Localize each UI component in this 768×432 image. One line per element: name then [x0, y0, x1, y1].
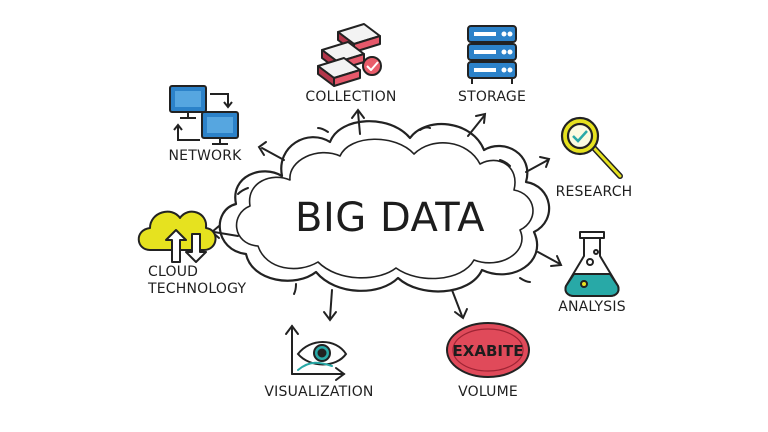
cloud-transfer-icon [137, 210, 217, 263]
label-analysis: ANALYSIS [558, 299, 626, 315]
arrow-storage [467, 112, 487, 137]
label-research: RESEARCH [555, 184, 633, 200]
arrow-collection [351, 108, 365, 135]
label-collection: COLLECTION [305, 89, 397, 105]
arrow-research [525, 156, 551, 173]
label-cloud-technology: CLOUD TECHNOLOGY [148, 264, 246, 298]
label-visualization: VISUALIZATION [264, 384, 374, 400]
central-cloud [218, 120, 551, 293]
server-rack-icon [467, 25, 517, 84]
label-cloud-line1: CLOUD [148, 264, 199, 280]
label-storage: STORAGE [457, 89, 527, 105]
connector-arrows [210, 108, 563, 322]
center-title: BIG DATA [295, 195, 485, 241]
label-cloud-line2: TECHNOLOGY [148, 281, 247, 297]
arrow-visualization [323, 289, 337, 322]
arrow-volume [451, 289, 468, 320]
eye-chart-icon [285, 324, 348, 381]
arrow-analysis [537, 251, 563, 267]
exabyte-badge-icon: EXABITE [446, 322, 530, 378]
exabyte-badge-text: EXABITE [453, 342, 524, 360]
magnifying-glass-icon [560, 116, 623, 179]
arrow-network [257, 141, 285, 161]
label-volume: VOLUME [458, 384, 518, 400]
flask-icon [564, 231, 620, 297]
connected-computers-icon [169, 85, 239, 145]
stacked-boxes-icon [317, 23, 382, 87]
label-network: NETWORK [168, 148, 242, 164]
